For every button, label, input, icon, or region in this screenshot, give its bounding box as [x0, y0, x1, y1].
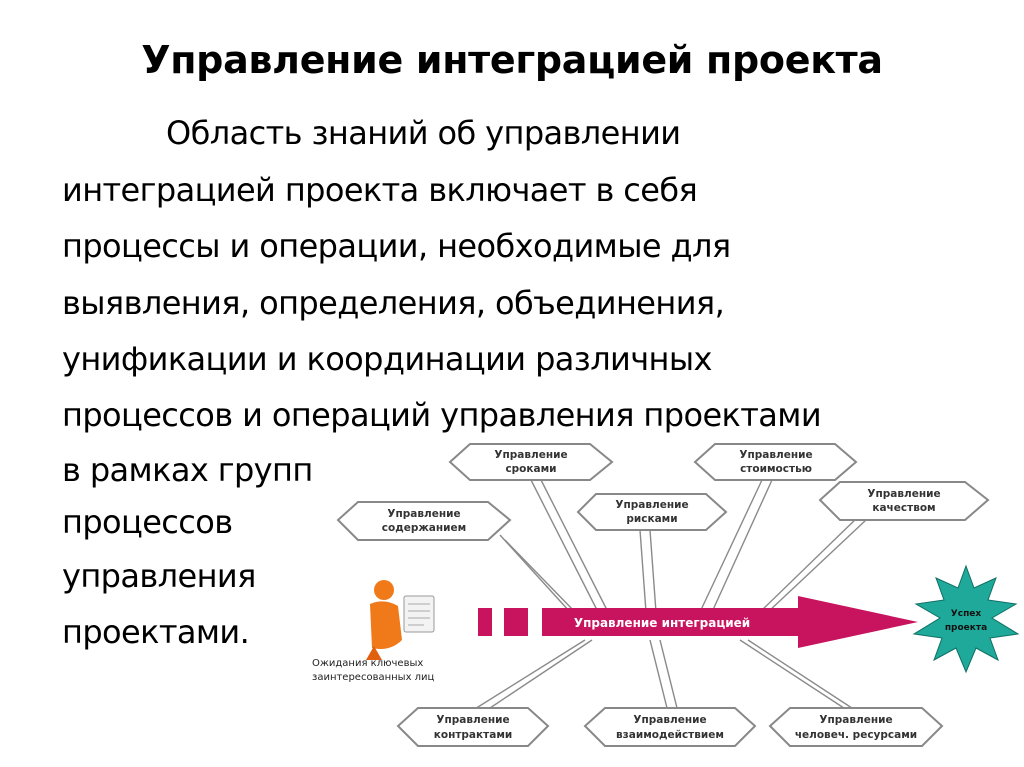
connector-procurement-2 [477, 639, 593, 717]
connector-risk [639, 529, 647, 613]
stakeholder-figure-icon [366, 580, 435, 660]
body-line-2: интеграцией проекта включает в себя [62, 171, 698, 209]
node-scope-line1: Управление [387, 508, 460, 520]
body-line-6: процессов и операций управления проектам… [62, 396, 822, 434]
connector-hr [739, 639, 851, 713]
node-risk: Управление рисками [576, 493, 728, 531]
node-hr-line2: человеч. ресурсами [795, 729, 917, 741]
node-cost-line1: Управление [739, 449, 812, 461]
connector-scope-2 [504, 539, 576, 613]
node-hr: Управление человеч. ресурсами [768, 707, 944, 747]
slide-title: Управление интеграцией проекта [141, 38, 883, 82]
node-communication-line2: взаимодействием [616, 729, 724, 741]
goal-label-line2: проекта [945, 623, 987, 633]
integration-arrow: Управление интеграцией [478, 596, 918, 648]
node-communication: Управление взаимодействием [583, 707, 757, 747]
body-line-8: процессов [62, 503, 233, 541]
goal-label-line1: Успех [951, 609, 982, 619]
arrow-label: Управление интеграцией [574, 616, 750, 630]
node-hr-line1: Управление [819, 714, 892, 726]
goal-star: Успех проекта [912, 564, 1020, 674]
connector-time [529, 477, 599, 613]
body-line-7: в рамках групп [62, 451, 313, 489]
node-cost-line2: стоимостью [740, 463, 812, 475]
node-communication-line1: Управление [633, 714, 706, 726]
node-procurement-line2: контрактами [434, 729, 513, 741]
node-time-line2: сроками [505, 463, 556, 475]
node-risk-line2: рисками [626, 513, 677, 525]
connector-quality [759, 514, 861, 613]
connector-procurement [469, 639, 586, 713]
arrow-segment-1 [478, 608, 492, 636]
arrow-segment-2 [504, 608, 528, 636]
stakeholder-caption-line2: заинтересованных лиц [312, 672, 435, 683]
connector-time-2 [539, 477, 609, 613]
body-line-3: процессы и операции, необходимые для [62, 227, 731, 265]
arrow-body [542, 596, 918, 648]
node-time-line1: Управление [494, 449, 567, 461]
connector-cost-2 [711, 479, 773, 613]
connector-risk-2 [649, 529, 657, 613]
node-quality: Управление качеством [818, 481, 990, 521]
connector-communication-2 [659, 639, 679, 713]
connector-quality-2 [767, 519, 867, 613]
body-line-1: Область знаний об управлении [166, 114, 681, 152]
node-cost: Управление стоимостью [693, 443, 858, 481]
node-procurement-line1: Управление [436, 714, 509, 726]
node-risk-line1: Управление [615, 499, 688, 511]
node-scope: Управление содержанием [336, 501, 512, 541]
node-scope-line2: содержанием [382, 522, 466, 534]
node-quality-line2: качеством [872, 502, 935, 514]
node-quality-line1: Управление [867, 488, 940, 500]
node-time: Управление сроками [448, 443, 614, 481]
body-line-10: проектами. [62, 613, 250, 651]
body-line-5: унификации и координации различных [62, 340, 712, 378]
connector-hr-2 [747, 639, 859, 713]
node-procurement: Управление контрактами [396, 707, 550, 747]
stakeholder-caption-line1: Ожидания ключевых [312, 658, 423, 669]
body-line-9: управления [62, 557, 256, 595]
connector-cost [699, 479, 763, 613]
connector-lines [469, 477, 867, 717]
connector-communication [649, 639, 669, 713]
body-line-4: выявления, определения, объединения, [62, 284, 725, 322]
